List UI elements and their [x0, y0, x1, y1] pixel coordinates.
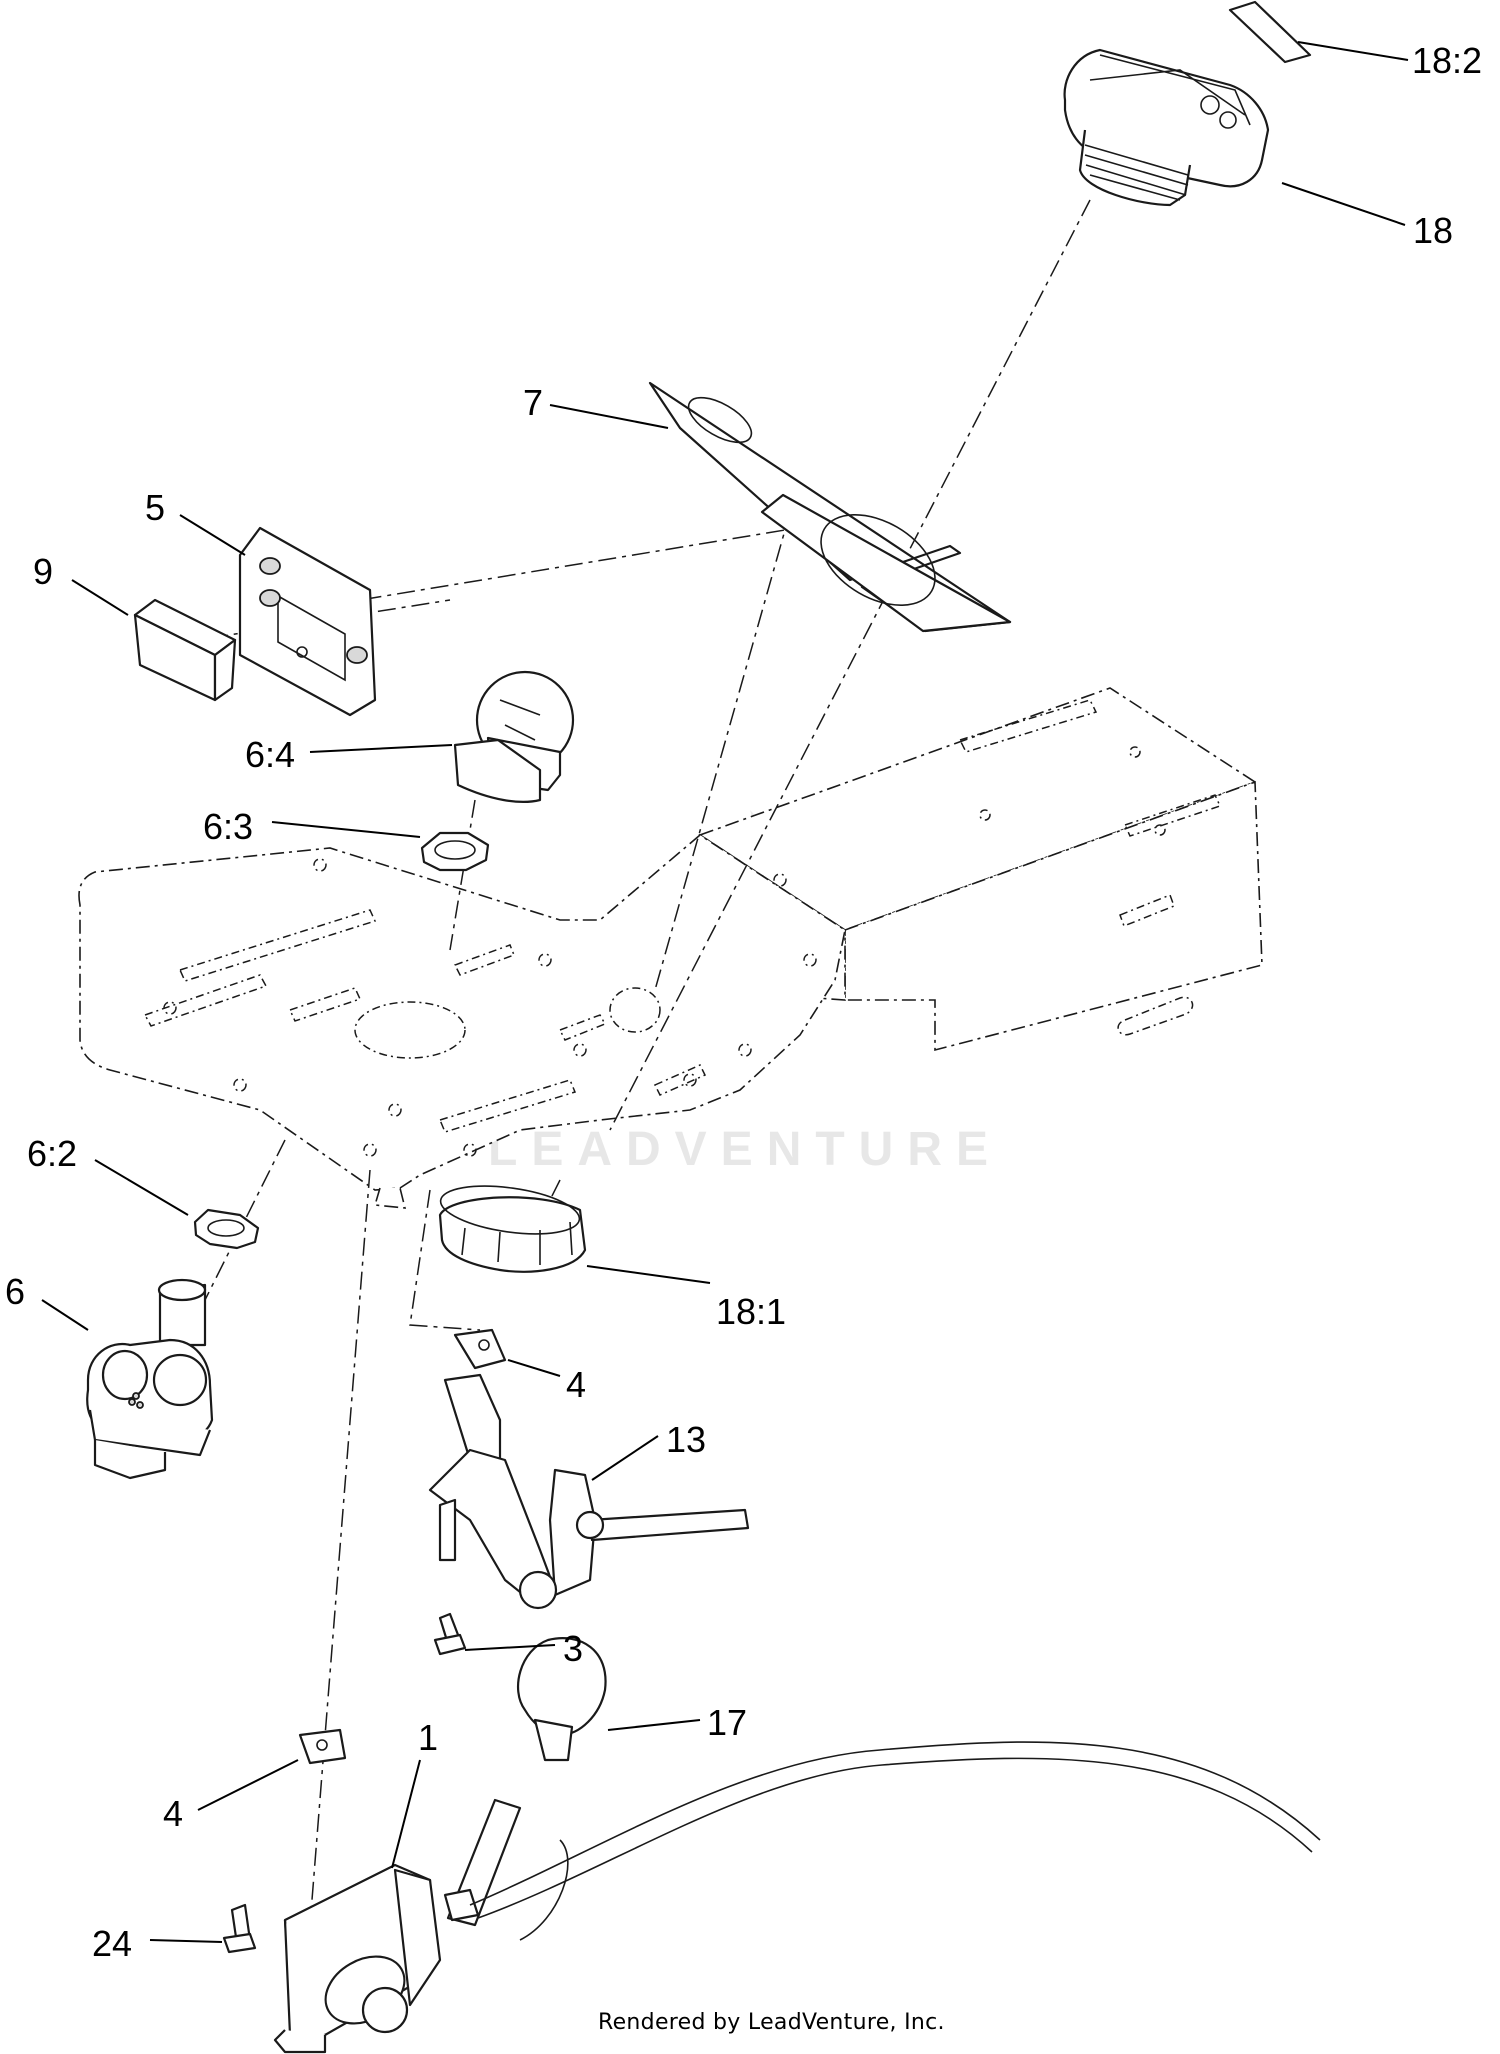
callout-18-2: 18:2 [1412, 40, 1482, 81]
callout-5: 5 [145, 487, 165, 528]
part-7-decal [648, 381, 1012, 633]
part-4-upper-nut [453, 1328, 507, 1370]
part-17-knob [516, 1637, 607, 1762]
part-9-plug [133, 598, 237, 702]
callout-17: 17 [707, 1702, 747, 1743]
callout-13: 13 [666, 1419, 706, 1460]
watermark-text: LEADVENTURE [488, 1123, 1002, 1176]
callout-4-upper: 4 [566, 1364, 586, 1405]
callout-6-3: 6:3 [203, 806, 253, 847]
control-frame [78, 687, 1263, 1209]
part-18-1-nut [438, 1185, 587, 1273]
part-6-4-knob [453, 670, 575, 803]
callout-7: 7 [523, 382, 543, 423]
part-18-2-decal [1228, 0, 1312, 64]
part-18-hour-meter [1063, 48, 1270, 207]
callout-9: 9 [33, 551, 53, 592]
callout-18-1: 18:1 [716, 1291, 786, 1332]
render-credit: Rendered by LeadVenture, Inc. [598, 2010, 945, 2035]
part-5-bezel [238, 526, 377, 717]
callout-labels: 18:2 18 7 5 9 6:4 6:3 6:2 6 18:1 4 13 3 … [5, 40, 1482, 1964]
part-1-throttle [273, 1741, 1321, 2054]
part-4-lower-nut [298, 1728, 347, 1765]
callout-24: 24 [92, 1923, 132, 1964]
part-6-switch [86, 1278, 214, 1480]
callout-6: 6 [5, 1271, 25, 1312]
callout-4-lower: 4 [163, 1793, 183, 1834]
callout-18: 18 [1413, 210, 1453, 251]
part-6-3-nut [420, 831, 490, 872]
part-24-screw [222, 1903, 257, 1954]
part-13-bracket [428, 1373, 750, 1610]
callout-6-4: 6:4 [245, 734, 295, 775]
leader-lines [41, 41, 1409, 1943]
callout-1: 1 [418, 1717, 438, 1758]
callout-6-2: 6:2 [27, 1133, 77, 1174]
part-6-2-nut [193, 1208, 260, 1250]
callout-3: 3 [563, 1628, 583, 1669]
part-3-bolt [433, 1612, 467, 1656]
